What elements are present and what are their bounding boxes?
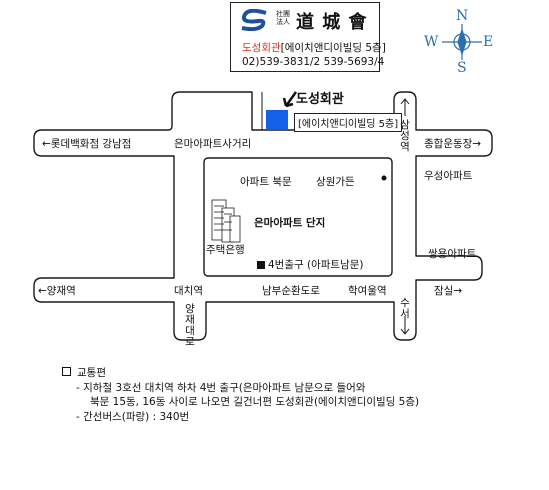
label-lotte: ←롯데백화점 강남점	[42, 138, 132, 150]
transport-line3: - 간선버스(파랑) : 340번	[76, 410, 190, 423]
compass-south: S	[457, 60, 467, 76]
legend-hanja-name: 道 城 會	[296, 12, 368, 33]
exit4-marker-icon	[257, 261, 265, 269]
label-hakyeoul: 학여울역	[348, 285, 387, 297]
sangwon-dot-icon	[381, 175, 387, 181]
label-daechi: 대치역	[174, 285, 203, 297]
compass-west: W	[424, 34, 439, 50]
apartment-block	[203, 157, 393, 277]
label-eunma-intersection: 은마아파트사거리	[174, 138, 252, 150]
transport-title-row: 교통편	[62, 366, 419, 381]
label-yangjae: ←양재역	[38, 285, 76, 297]
label-nambu: 남부순환도로	[262, 285, 320, 297]
checkbox-square-icon	[62, 367, 71, 376]
label-sports-complex: 종합운동장→	[424, 138, 482, 150]
legend-small-text: 社團 法人	[276, 10, 290, 26]
legend-phone: 02)539-3831/2 539-5693/4	[242, 56, 385, 68]
label-jamsil: 잠실→	[434, 285, 463, 297]
destination-arrow-icon	[282, 91, 298, 108]
legend-box	[230, 2, 380, 72]
arrow-up-icon	[400, 98, 410, 116]
transport-title: 교통편	[77, 367, 106, 379]
road-outline	[33, 91, 493, 341]
label-yangjae-bridge: 양재대로	[185, 303, 195, 348]
destination-building: [에이치앤디이빌딩 5층]	[294, 113, 403, 132]
compass-rose-icon	[442, 24, 482, 60]
destination-name: 도성회관	[296, 92, 344, 107]
legend-name-rest: [에이치앤디이빌딩 5층]	[280, 42, 386, 54]
compass-north: N	[456, 8, 469, 24]
destination-building-marker	[266, 110, 288, 129]
transport-info: 교통편 - 지하철 3호선 대치역 하차 4번 출구(은마아파트 남문으로 들어…	[62, 366, 419, 424]
label-sangwon: 상원가든	[316, 176, 355, 188]
legend-name-red: 도성회관	[242, 42, 281, 54]
arrow-down-icon	[400, 316, 410, 335]
transport-line1: - 지하철 3호선 대치역 하차 4번 출구(은마아파트 남문으로 들어와	[76, 381, 366, 394]
dosung-logo-icon	[241, 9, 267, 31]
label-apt-north-gate: 아파트 북문	[240, 176, 292, 188]
label-jutaek-bank: 주택은행	[206, 244, 245, 256]
compass-east: E	[483, 34, 494, 50]
label-exit4: 4번출구 (아파트남문)	[268, 259, 364, 271]
label-woosung: 우성아파트	[424, 170, 473, 182]
legend-name: 도성회관[에이치앤디이빌딩 5층]	[242, 40, 386, 55]
label-eunma-complex: 은마아파트 단지	[254, 217, 326, 229]
label-samseong: 삼성역	[400, 119, 410, 153]
label-suseo: 수서	[400, 297, 410, 320]
transport-line2: 북문 15동, 16동 사이로 나오면 길건너편 도성회관(에이치앤디이빌딩 5…	[90, 396, 420, 408]
apartment-building-icon	[211, 199, 241, 243]
label-ssangyong: 쌍용아파트	[428, 248, 477, 260]
